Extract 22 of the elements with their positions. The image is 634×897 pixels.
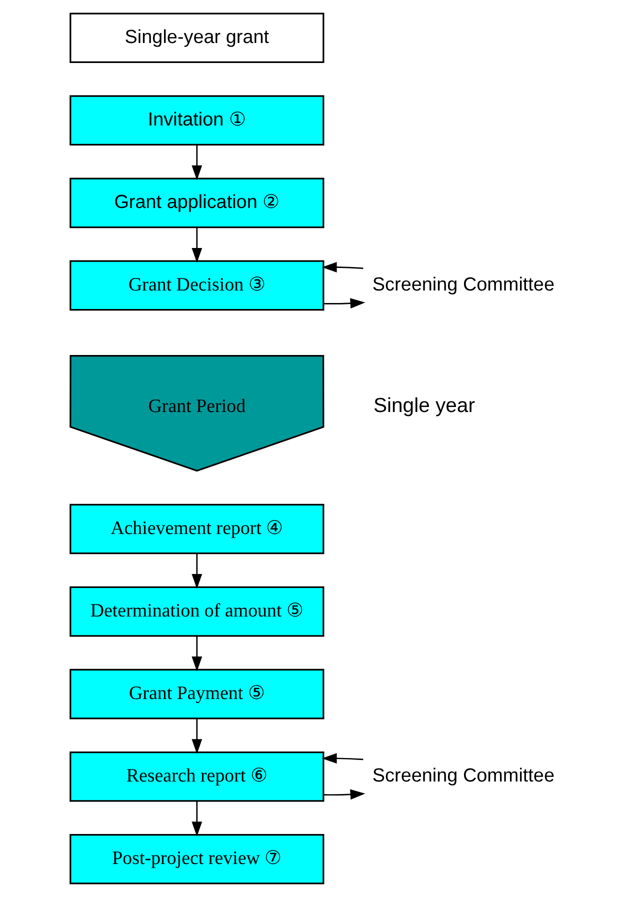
node-box: Research report ⑥: [70, 751, 324, 802]
arrow: [192, 227, 202, 263]
node-box: Grant application ②: [70, 178, 324, 228]
node-box: Single-year grant: [70, 12, 324, 64]
arrow: [192, 144, 202, 180]
node-box: Grant Payment ⑤: [70, 668, 324, 720]
node-text: Screening Committee: [372, 274, 555, 296]
arrow: [192, 801, 202, 837]
node-box: Achievement report ④: [70, 504, 324, 554]
node-box: Grant Decision ③: [70, 260, 324, 311]
label: Single year: [373, 394, 475, 417]
arrow: [192, 636, 202, 672]
arrow: [324, 789, 366, 800]
node-box: Post-project review ⑦: [70, 834, 324, 884]
arrow: [324, 298, 366, 309]
arrow: [192, 553, 202, 589]
node-text: Screening Committee: [372, 766, 555, 787]
node-box: Invitation ①: [70, 95, 324, 146]
arrow: [192, 718, 202, 754]
node-box: Determination of amount ⑤: [70, 586, 324, 637]
arrow: [322, 753, 364, 764]
arrow: [322, 262, 364, 272]
